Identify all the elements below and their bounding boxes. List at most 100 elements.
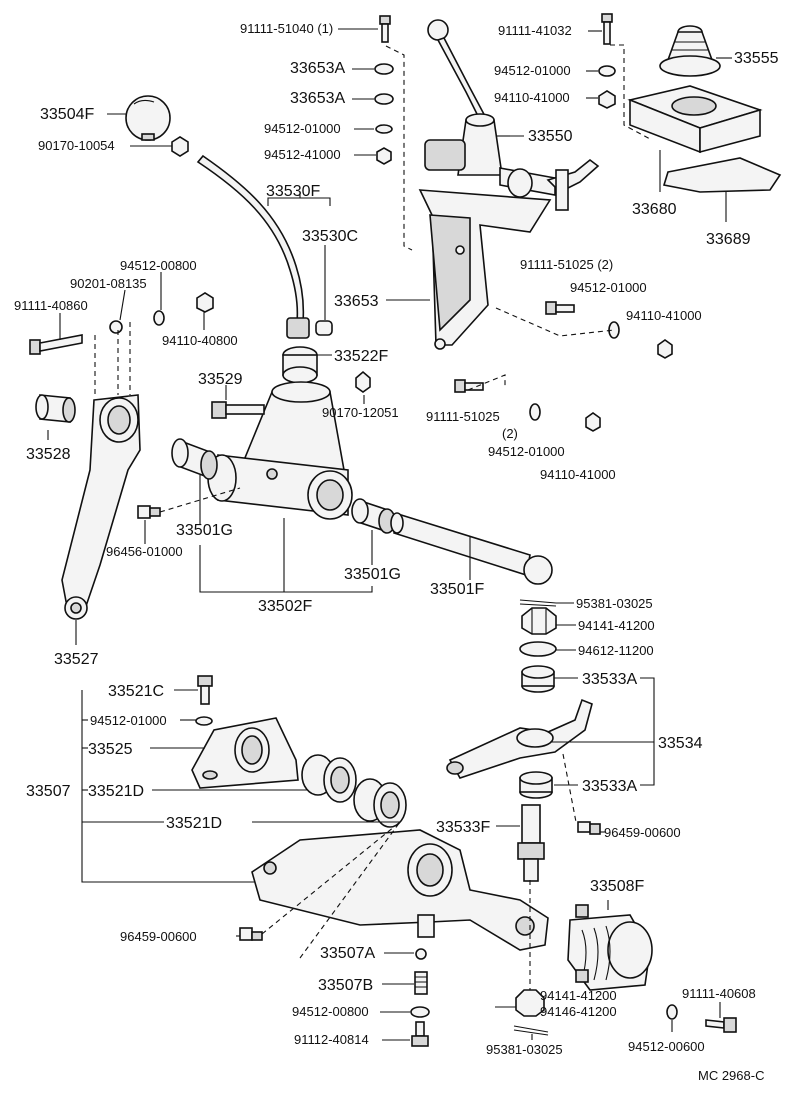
nut-90170-10054 — [171, 136, 189, 157]
castle-nut-94141-41200-b — [515, 989, 545, 1017]
castle-nut-94141-41200-a — [521, 607, 557, 635]
label-33653a-2: 33653A — [290, 90, 345, 107]
label-33501g-2: 33501G — [344, 566, 401, 583]
label-94141-41200-b: 94141-41200 — [540, 988, 617, 1003]
washer-94512-01000-d — [529, 403, 541, 421]
label-91111-51025-2: 91111-51025 (2) — [520, 257, 613, 272]
label-94110-41000-a: 94110-41000 — [494, 90, 570, 105]
label-94512-00600: 94512-00600 — [628, 1039, 705, 1054]
leader-lines — [47, 28, 732, 1041]
bushing-33530c — [315, 320, 333, 336]
label-33550: 33550 — [528, 128, 573, 145]
label-94512-41000: 94512-41000 — [264, 147, 341, 162]
washer-94512-01000-c — [608, 321, 620, 339]
boot-33555 — [659, 25, 721, 77]
nut-90170-12051 — [355, 370, 371, 393]
bolt-91111-51025-b — [454, 379, 484, 393]
bushing-33501g-right — [351, 498, 396, 534]
bushing-33528 — [35, 394, 76, 423]
bracket-33653 — [418, 189, 552, 350]
label-33501f: 33501F — [430, 581, 484, 598]
bolt-91112-40814 — [411, 1021, 429, 1047]
washer-33653a-2 — [374, 93, 394, 105]
fitting-96459-00600-a — [577, 821, 601, 835]
label-96459-00600-a: 96459-00600 — [604, 825, 681, 840]
label-94512-00800: 94512-00800 — [120, 258, 197, 273]
label-94512-01000-d: 94512-01000 — [488, 444, 565, 459]
label-33508f: 33508F — [590, 878, 644, 895]
label-33555: 33555 — [734, 50, 779, 67]
nut-94110-41000-c — [585, 412, 601, 432]
washer-94512-01000-a — [375, 124, 393, 134]
bushing-33501g-left — [171, 438, 218, 480]
label-33530f: 33530F — [266, 183, 320, 200]
ball-33507a — [415, 948, 427, 960]
bolt-91111-40860 — [29, 334, 83, 355]
label-33521c: 33521C — [108, 683, 164, 700]
label-95381-03025-b: 95381-03025 — [486, 1042, 563, 1057]
label-33534: 33534 — [658, 735, 703, 752]
label-91111-40608: 91111-40608 — [682, 986, 756, 1001]
label-33533a-1: 33533A — [582, 671, 637, 688]
bolt-33529 — [211, 401, 265, 419]
plate-33689 — [662, 157, 782, 193]
label-33533f: 33533F — [436, 819, 490, 836]
label-94512-01000-e: 94512-01000 — [90, 713, 167, 728]
nut-94110-40800 — [196, 292, 214, 313]
washer-94512-00600 — [666, 1004, 678, 1020]
part-labels: 91111-51040 (1) 33653A 33653A 94512-0100… — [14, 21, 779, 1083]
bushing-33533a-top — [521, 665, 555, 693]
label-33521d-2: 33521D — [166, 815, 222, 832]
bolt-91111-51025-a — [545, 301, 575, 315]
arm-33527 — [61, 394, 141, 620]
label-90170-12051: 90170-12051 — [322, 405, 399, 420]
label-33653a-1: 33653A — [290, 60, 345, 77]
washer-94612-11200 — [519, 641, 557, 657]
label-94110-41000-c: 94110-41000 — [540, 467, 616, 482]
washer-94512-01000-e — [195, 716, 213, 726]
label-33653: 33653 — [334, 293, 379, 310]
label-94512-01000-b: 94512-01000 — [494, 63, 571, 78]
label-33507a: 33507A — [320, 945, 375, 962]
plate-33680 — [627, 85, 763, 154]
label-96456-01000: 96456-01000 — [106, 544, 183, 559]
label-91111-41032: 91111-41032 — [498, 23, 572, 38]
bolt-33521c — [197, 675, 213, 705]
label-qty-2: (2) — [502, 426, 518, 441]
label-33502f: 33502F — [258, 598, 312, 615]
bolt-91111-41032 — [601, 13, 613, 45]
cotter-pin-95381-03025-a — [519, 599, 557, 607]
label-91111-40860: 91111-40860 — [14, 298, 88, 313]
housing-33502f — [207, 381, 353, 520]
mount-33508f — [567, 904, 653, 991]
label-90201-08135: 90201-08135 — [70, 276, 147, 291]
label-90170-10054: 90170-10054 — [38, 138, 115, 153]
label-33528: 33528 — [26, 446, 71, 463]
label-33522f: 33522F — [334, 348, 388, 365]
label-33529: 33529 — [198, 371, 243, 388]
label-33521d-1: 33521D — [88, 783, 144, 800]
washer-33653a-1 — [374, 63, 394, 75]
washer-90201-08135 — [109, 320, 123, 334]
washer-94512-01000-b — [598, 65, 616, 77]
nut-94110-41000-b — [657, 339, 673, 359]
figure-code: MC 2968-C — [698, 1068, 764, 1083]
label-33504f: 33504F — [40, 106, 94, 123]
label-94612-11200: 94612-11200 — [578, 643, 654, 658]
shift-lever-33530f — [196, 154, 305, 323]
alignment-dashes — [94, 44, 653, 990]
label-94146-41200: 94146-41200 — [540, 1004, 617, 1019]
label-94141-41200-a: 94141-41200 — [578, 618, 655, 633]
label-94512-01000-c: 94512-01000 — [570, 280, 647, 295]
label-33507b: 33507B — [318, 977, 373, 994]
base-33507 — [251, 829, 549, 951]
label-94110-41000-b: 94110-41000 — [626, 308, 702, 323]
label-33689: 33689 — [706, 231, 751, 248]
fitting-96456-01000 — [137, 505, 161, 519]
bushing-33521d-2 — [353, 778, 407, 828]
label-91111-51025: 91111-51025 — [426, 409, 500, 424]
fitting-96459-00600-b — [239, 927, 263, 941]
label-33530c: 33530C — [302, 228, 358, 245]
label-91111-51040: 91111-51040 (1) — [240, 21, 333, 36]
